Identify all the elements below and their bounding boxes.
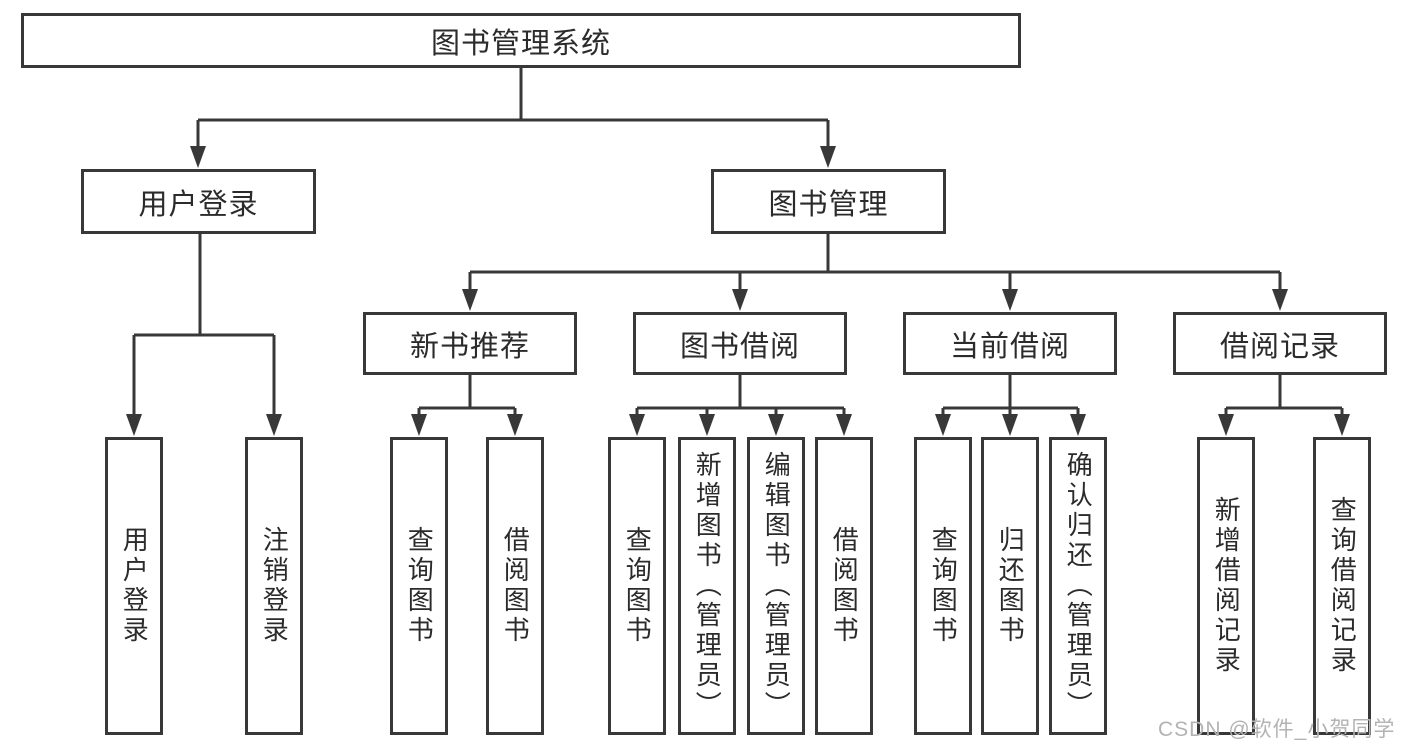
arrowhead-icon (1002, 289, 1018, 311)
node-label: 当前借阅 (949, 330, 1070, 363)
leaf-query-borrow-record: 查询借阅记录 (1313, 437, 1371, 735)
leaf-add-borrow-record: 新增借阅记录 (1197, 437, 1255, 735)
leaf-user-login: 用户登录 (105, 437, 163, 735)
leaf-confirm-return-admin: 确认归还（管理员） (1049, 437, 1107, 735)
leaf-logout: 注销登录 (245, 437, 303, 735)
leaf-return-books: 归还图书 (981, 437, 1039, 735)
arrowhead-icon (699, 414, 715, 436)
watermark: CSDN @软件_小贺同学 (1158, 718, 1396, 741)
leaf-query-books-current: 查询图书 (914, 437, 972, 735)
connector-recommend-to-leaves (417, 375, 517, 416)
node-book-management: 图书管理 (711, 169, 946, 234)
leaf-query-books-recommend: 查询图书 (390, 437, 448, 735)
node-label: 用户登录 (138, 188, 259, 221)
arrowhead-icon (462, 289, 478, 311)
node-label: 图书管理系统 (430, 27, 611, 60)
node-current-borrowing: 当前借阅 (903, 312, 1117, 375)
leaf-query-books-borrowing: 查询图书 (608, 437, 666, 735)
leaf-borrow-books-recommend: 借阅图书 (486, 437, 544, 735)
node-label: 查询图书 (928, 526, 959, 646)
node-library-management-system: 图书管理系统 (21, 13, 1021, 68)
arrowhead-icon (1218, 414, 1234, 436)
arrowhead-icon (1002, 414, 1018, 436)
arrowhead-icon (820, 146, 836, 168)
node-label: 编辑图书（管理员） (761, 451, 792, 721)
node-book-borrowing: 图书借阅 (633, 312, 847, 375)
node-label: 查询借阅记录 (1327, 496, 1358, 676)
node-label: 归还图书 (995, 526, 1026, 646)
connector-records-to-leaves (1224, 375, 1344, 416)
node-new-book-recommendation: 新书推荐 (363, 312, 577, 375)
connector-root-to-level2 (196, 68, 830, 148)
arrowhead-icon (935, 414, 951, 436)
arrowhead-icon (732, 289, 748, 311)
node-label: 确认归还（管理员） (1063, 451, 1094, 721)
node-label: 注销登录 (259, 526, 290, 646)
node-label: 新增图书（管理员） (692, 451, 723, 721)
node-label: 查询图书 (404, 526, 435, 646)
node-label: 新增借阅记录 (1211, 496, 1242, 676)
arrowhead-icon (507, 414, 523, 436)
connector-current-to-leaves (941, 375, 1080, 416)
node-label: 借阅图书 (829, 526, 860, 646)
leaf-edit-book-admin: 编辑图书（管理员） (747, 437, 805, 735)
arrowhead-icon (629, 414, 645, 436)
node-label: 借阅记录 (1219, 330, 1340, 363)
arrowhead-icon (836, 414, 852, 436)
node-label: 图书管理 (768, 188, 889, 221)
leaf-borrow-books-borrowing: 借阅图书 (815, 437, 873, 735)
node-label: 新书推荐 (409, 330, 530, 363)
node-label: 用户登录 (119, 526, 150, 646)
arrowhead-icon (411, 414, 427, 436)
arrowhead-icon (1070, 414, 1086, 436)
node-label: 图书借阅 (679, 330, 800, 363)
arrowhead-icon (266, 414, 282, 436)
arrowhead-icon (768, 414, 784, 436)
node-user-login: 用户登录 (81, 169, 316, 234)
node-borrowing-records: 借阅记录 (1173, 312, 1387, 375)
arrowhead-icon (190, 146, 206, 168)
node-label: 查询图书 (622, 526, 653, 646)
arrowhead-icon (1334, 414, 1350, 436)
connector-user-login-to-leaves (132, 234, 276, 416)
arrowhead-icon (126, 414, 142, 436)
connector-book-mgmt-to-level3 (468, 233, 1282, 292)
arrowhead-icon (1272, 289, 1288, 311)
connector-borrowing-to-leaves (635, 375, 846, 416)
leaf-add-book-admin: 新增图书（管理员） (678, 437, 736, 735)
node-label: 借阅图书 (500, 526, 531, 646)
